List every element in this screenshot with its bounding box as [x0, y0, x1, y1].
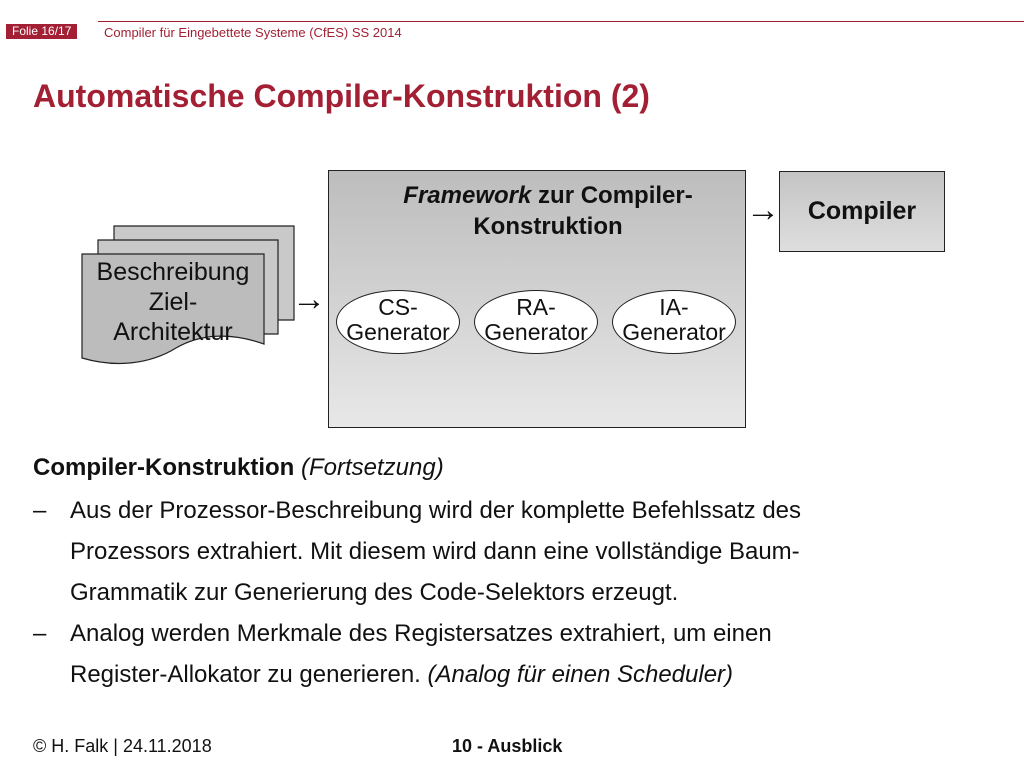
bullet-text: Analog werden Merkmale des Registersatze…: [70, 613, 970, 695]
target-architecture-description: Beschreibung Ziel- Architektur: [84, 257, 262, 347]
description-line: Beschreibung: [96, 258, 250, 286]
section-heading-bold: Compiler-Konstruktion: [33, 454, 295, 481]
framework-title: Framework zur Compiler- Konstruktion: [328, 180, 768, 242]
framework-title-italic: Framework: [403, 182, 532, 209]
compiler-box: [779, 171, 945, 252]
bullet-item: – Aus der Prozessor-Beschreibung wird de…: [33, 490, 993, 613]
arrow-right-icon: →: [746, 191, 780, 229]
arrow-right-icon: →: [292, 280, 326, 318]
generator-line: RA-: [516, 294, 556, 320]
bullet-line: Grammatik zur Generierung des Code-Selek…: [70, 579, 679, 606]
section-heading: Compiler-Konstruktion (Fortsetzung): [33, 454, 444, 482]
framework-title-line2: Konstruktion: [473, 213, 623, 240]
bullet-text: Aus der Prozessor-Beschreibung wird der …: [70, 490, 970, 613]
ia-generator: [612, 290, 736, 354]
framework-title-rest: zur Compiler-: [531, 182, 693, 209]
header-rule: [98, 21, 1024, 22]
bullet-line: Register-Allokator zu generieren. (Analo…: [70, 654, 970, 695]
bullet-item: – Analog werden Merkmale des Registersat…: [33, 613, 993, 695]
generator-line: IA-: [659, 294, 689, 320]
cs-generator: [336, 290, 460, 354]
cs-generator-label: CS- Generator: [336, 295, 460, 345]
bullet-dash: –: [33, 620, 47, 647]
ia-generator-label: IA- Generator: [612, 295, 736, 345]
footer-author-date: © H. Falk | 24.11.2018: [33, 736, 212, 756]
generator-line: CS-: [378, 294, 418, 320]
bullet-line: Aus der Prozessor-Beschreibung wird der …: [70, 497, 802, 524]
bullet-line: Analog werden Merkmale des Registersatze…: [70, 620, 772, 647]
generator-line: Generator: [484, 319, 588, 345]
course-title: Compiler für Eingebettete Systeme (CfES)…: [104, 25, 402, 40]
footer-chapter: 10 - Ausblick: [452, 736, 563, 756]
compiler-label: Compiler: [807, 197, 917, 225]
bullet-line-italic: (Analog für einen Scheduler): [427, 661, 734, 688]
section-heading-italic: (Fortsetzung): [301, 454, 444, 481]
bullet-line: Prozessors extrahiert. Mit diesem wird d…: [70, 538, 800, 565]
ra-generator: [474, 290, 598, 354]
description-line: Ziel-: [148, 288, 198, 316]
bullet-line-plain: Register-Allokator zu generieren.: [70, 661, 428, 688]
generator-line: Generator: [622, 319, 726, 345]
description-line: Architektur: [113, 318, 233, 346]
page-title: Automatische Compiler-Konstruktion (2): [33, 78, 650, 114]
generator-line: Generator: [346, 319, 450, 345]
ra-generator-label: RA- Generator: [474, 295, 598, 345]
slide-number: Folie 16/17: [6, 24, 78, 39]
document-stack-icon: [81, 225, 295, 365]
bullet-dash: –: [33, 497, 47, 524]
